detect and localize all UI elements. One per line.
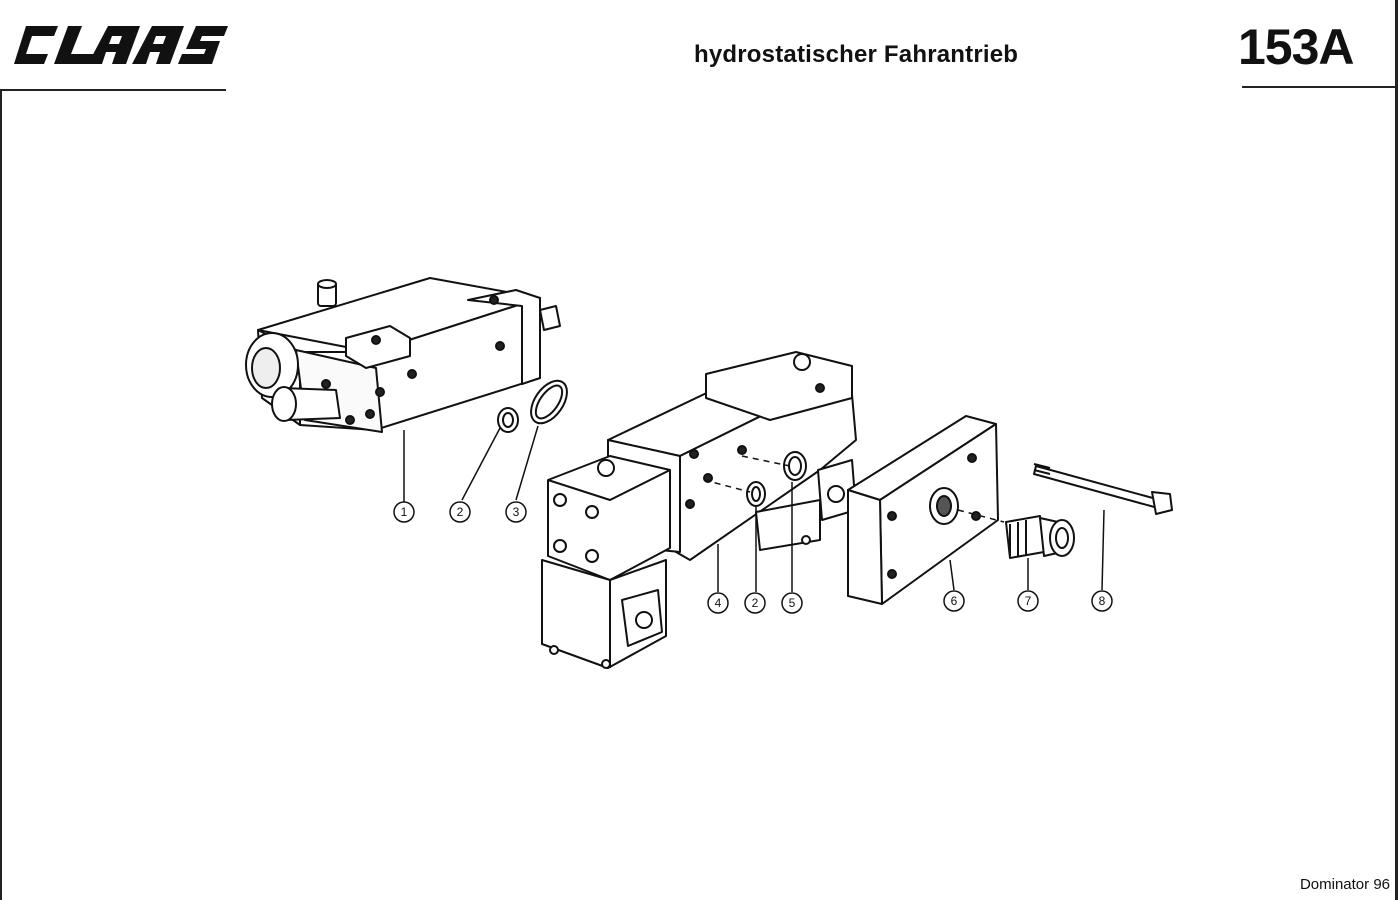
footer-model: Dominator 96 [1299, 876, 1390, 893]
callout-1: 1 [401, 505, 408, 519]
part-4-valve-block [541, 351, 857, 669]
part-7-fitting [1005, 515, 1075, 559]
callout-2b-circle [744, 592, 766, 614]
frame-left-line [0, 89, 2, 900]
callout-5-circle [781, 592, 803, 614]
callout-1-circle [393, 501, 415, 523]
frame-right-line [1395, 0, 1398, 900]
callout-2b: 2 [752, 596, 759, 610]
page-number: 153A [1238, 19, 1355, 75]
callout-2a: 2 [457, 505, 464, 519]
callout-2a-circle [449, 501, 471, 523]
callout-7-circle [1017, 590, 1039, 612]
callout-7: 7 [1025, 594, 1032, 608]
part-1-valve-housing [245, 277, 561, 433]
callout-3: 3 [513, 505, 520, 519]
callout-3-circle [505, 501, 527, 523]
logo-underline [0, 89, 226, 91]
callout-4: 4 [715, 596, 722, 610]
callout-5: 5 [789, 596, 796, 610]
part-6-flange-plate [847, 415, 999, 605]
callout-6: 6 [951, 594, 958, 608]
page-number-underline [1242, 86, 1398, 88]
callout-8: 8 [1099, 594, 1106, 608]
callout-4-circle [707, 592, 729, 614]
claas-logo [14, 26, 228, 64]
callout-8-circle [1091, 590, 1113, 612]
callout-6-circle [943, 590, 965, 612]
part-8-bolt [1033, 463, 1173, 515]
page-title: hydrostatischer Fahrantrieb [694, 41, 1019, 68]
